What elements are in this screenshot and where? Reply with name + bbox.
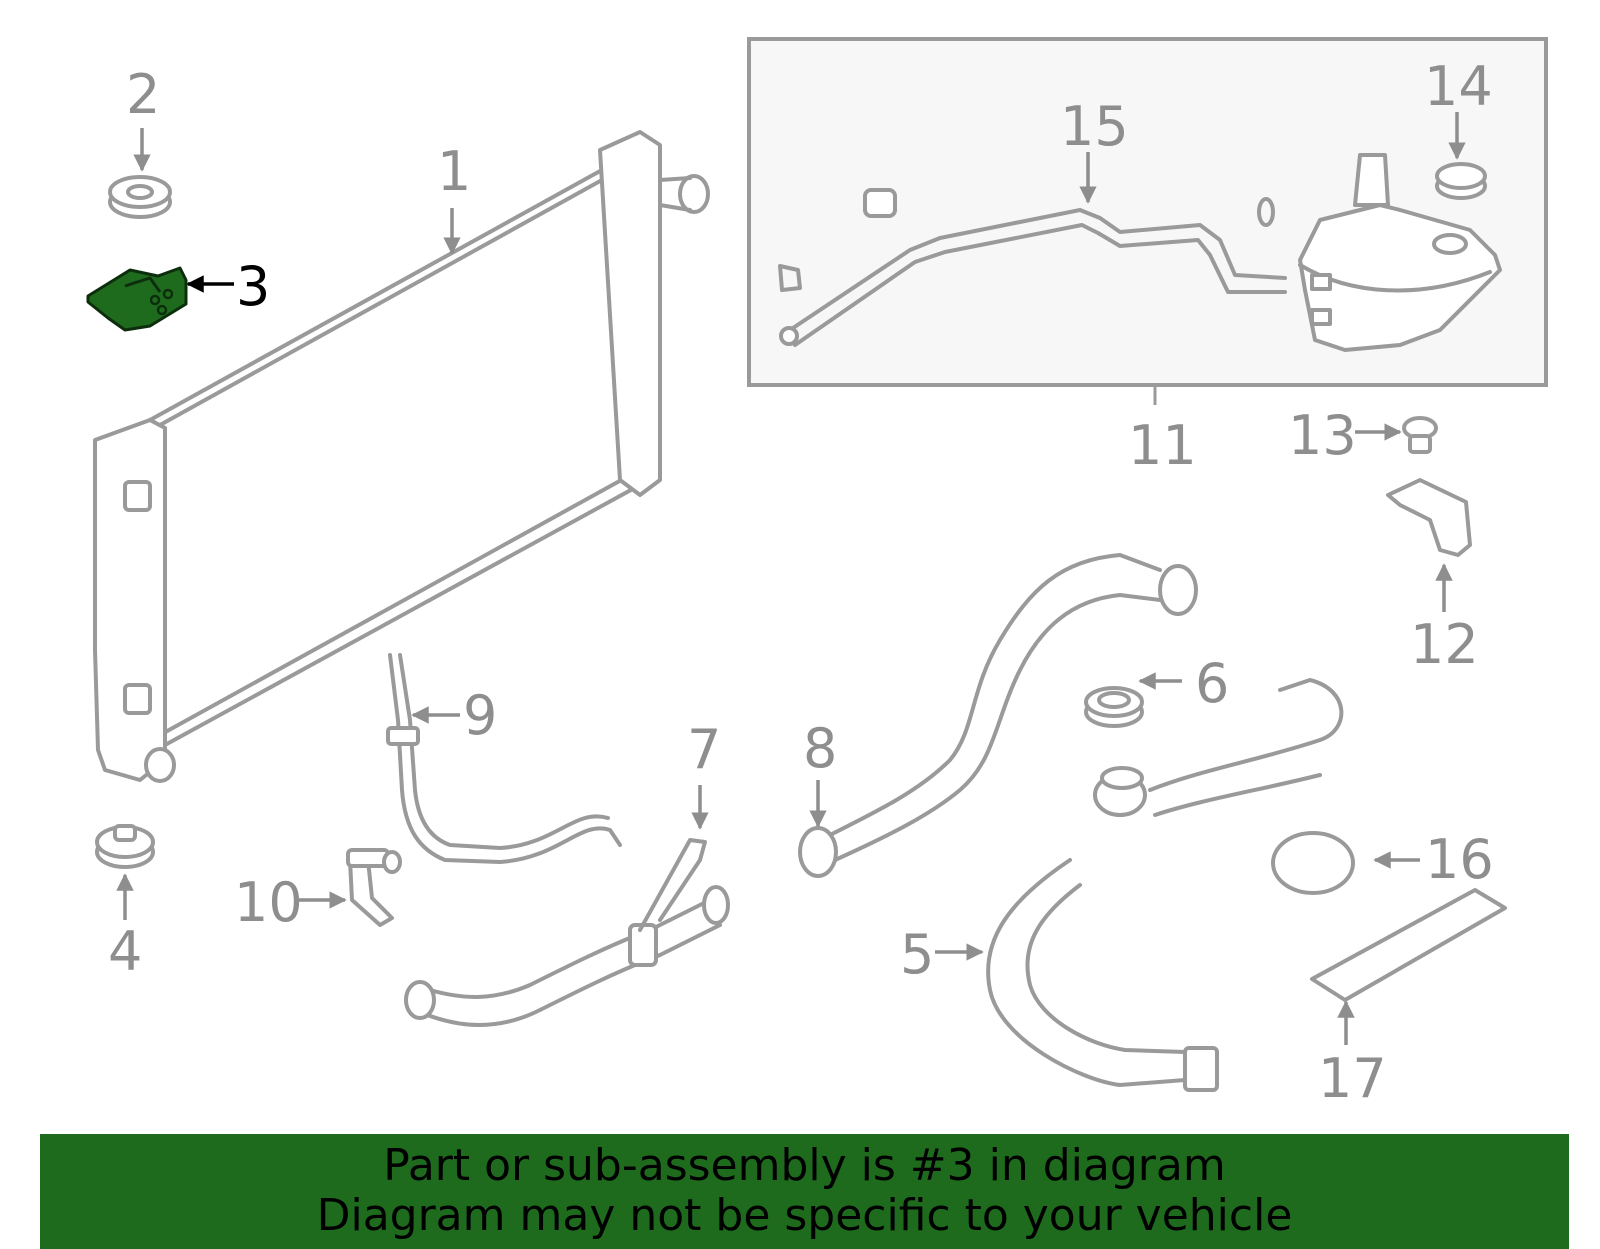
callout-label-13: 13 (1288, 404, 1357, 467)
callout-label-2: 2 (126, 63, 160, 126)
part-15-overflow-hose[interactable] (778, 188, 1287, 347)
part-13-bolt[interactable] (1402, 416, 1438, 454)
part-4-mount-insulator[interactable] (95, 824, 155, 869)
callout-label-11: 11 (1128, 414, 1197, 477)
part-2-grommet[interactable] (108, 175, 172, 219)
callout-label-16: 16 (1425, 828, 1494, 891)
part-14-cap[interactable] (1435, 162, 1487, 200)
part-17-label[interactable] (1310, 888, 1507, 1002)
part-10-fitting[interactable] (346, 848, 402, 927)
part-6-cap[interactable] (1084, 686, 1144, 728)
callout-label-8: 8 (803, 717, 837, 780)
part-3-bracket[interactable] (86, 266, 188, 332)
reservoir-tank[interactable] (1298, 153, 1502, 352)
callout-arrows (116, 112, 1466, 1045)
callout-label-1: 1 (437, 140, 471, 203)
notice-banner: Part or sub-assembly is #3 in diagram Di… (40, 1134, 1569, 1249)
part-5-lower-hose[interactable] (986, 678, 1344, 1092)
callout-label-15: 15 (1060, 95, 1129, 158)
banner-line-disclaimer: Diagram may not be specific to your vehi… (316, 1190, 1293, 1241)
part-9-tube[interactable] (386, 653, 622, 864)
part-12-bracket[interactable] (1386, 478, 1472, 557)
part-1-radiator[interactable] (93, 130, 710, 783)
callout-label-7: 7 (687, 718, 721, 781)
part-7-bypass-hose[interactable] (404, 838, 730, 1027)
banner-line-part: Part or sub-assembly is #3 in diagram (383, 1140, 1226, 1191)
part-8-upper-hose[interactable] (798, 553, 1198, 878)
callout-label-6: 6 (1195, 652, 1229, 715)
callout-label-14: 14 (1424, 55, 1493, 118)
part-16-o-ring[interactable] (1271, 831, 1355, 895)
callout-label-3: 3 (236, 255, 270, 318)
callout-label-9: 9 (463, 684, 497, 747)
callout-label-4: 4 (108, 920, 142, 983)
callout-label-5: 5 (900, 923, 934, 986)
callout-label-10: 10 (234, 871, 303, 934)
callout-label-12: 12 (1410, 613, 1479, 676)
callout-label-17: 17 (1318, 1047, 1387, 1110)
